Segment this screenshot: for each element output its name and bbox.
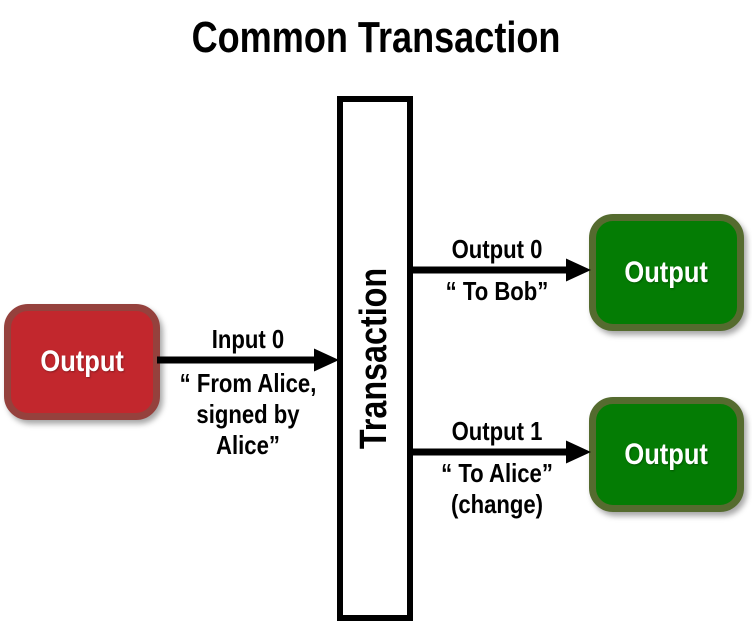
output0-label: Output 0 [451,234,543,264]
diagram-title: Common Transaction [191,13,561,62]
output1-label: Output 1 [451,416,543,446]
source-output-box-label: Output [40,345,124,378]
output0-sublabel-line1: “ To Bob” [445,276,549,306]
input0-sublabel: “ From Alice, signed by Alice” [163,368,333,461]
input0-sublabel-line1: “ From Alice, [179,368,317,398]
output0-box: Output [589,214,744,331]
output0-box-label: Output [624,255,709,289]
output1-sublabel-line1: “ To Alice” [441,458,553,488]
output1-box: Output [589,397,744,512]
input0-sublabel-line2: signed by [196,399,300,429]
input0-label: Input 0 [211,324,285,354]
output1-box-label: Output [624,437,709,471]
input0-sublabel-line3: Alice” [216,430,280,460]
output1-sublabel: “ To Alice” (change) [412,458,582,520]
output1-sublabel-line2: (change) [450,489,544,519]
source-output-box: Output [4,304,160,420]
output0-sublabel: “ To Bob” [412,276,582,307]
transaction-box-label: Transaction [353,267,396,450]
transaction-box: Transaction [337,96,413,621]
